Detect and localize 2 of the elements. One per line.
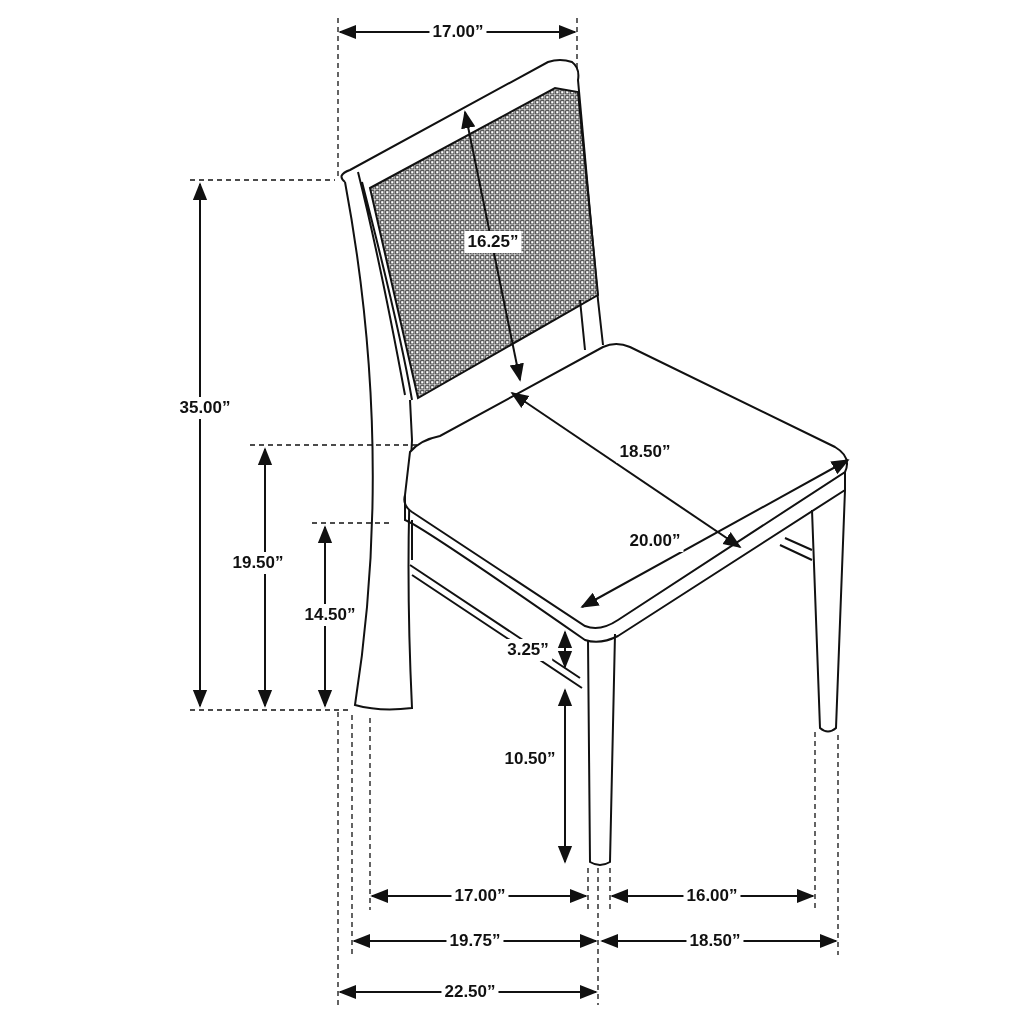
dimension-label: 16.25”	[464, 231, 522, 253]
dimension-label: 3.25”	[504, 639, 552, 661]
